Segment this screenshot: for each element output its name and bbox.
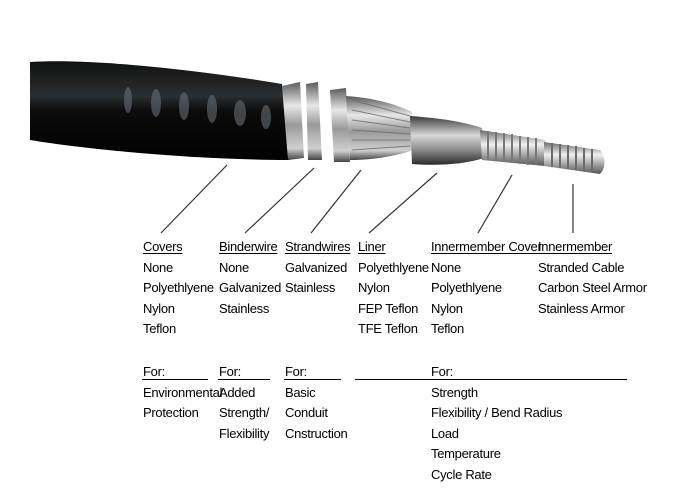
- rule-binderwire: [218, 379, 270, 380]
- leader-strandwires: [310, 169, 362, 234]
- purpose-item: Conduit: [285, 405, 328, 420]
- component-heading: Covers: [143, 239, 183, 254]
- component-option: Polyethlyene: [143, 280, 214, 295]
- rule-liner-innermember: [355, 379, 627, 380]
- purpose-covers: For: Environmental Protection: [143, 362, 223, 424]
- component-option: Galvanized: [219, 280, 282, 295]
- component-option: Teflon: [143, 321, 176, 336]
- purpose-heading: For:: [431, 364, 453, 379]
- component-option: Teflon: [431, 321, 464, 336]
- component-option: Polyethlyene: [358, 259, 429, 275]
- component-heading: Binderwire: [219, 239, 278, 254]
- column-innermember: Innermember Stranded Cable Carbon Steel …: [538, 237, 647, 319]
- purpose-item: Strength/: [219, 405, 270, 420]
- component-option: TFE Teflon: [358, 321, 418, 336]
- rule-covers: [142, 379, 208, 380]
- column-strandwires: Strandwires Galvanized Stainless: [285, 237, 351, 299]
- component-option: Stainless Armor: [538, 300, 625, 316]
- component-option: FEP Teflon: [358, 300, 419, 316]
- leader-lines: [160, 164, 574, 234]
- purpose-heading: For:: [143, 364, 165, 379]
- component-heading: Innermember: [538, 239, 613, 254]
- leader-covers: [160, 164, 228, 234]
- column-liner: Liner Polyethlyene Nylon FEP Teflon TFE …: [358, 237, 429, 340]
- column-binderwire: Binderwire None Galvanized Stainless: [219, 237, 281, 319]
- purpose-item: Environmental: [143, 384, 223, 400]
- component-option: Nylon: [143, 300, 175, 316]
- cable-strandwires: [346, 96, 414, 160]
- component-option: Stranded Cable: [538, 259, 625, 275]
- purpose-item: Strength: [431, 384, 478, 400]
- cable-jacket: [30, 61, 290, 160]
- component-heading: Liner: [358, 239, 386, 254]
- purpose-item: Cycle Rate: [431, 466, 492, 482]
- leader-binderwire: [244, 167, 315, 234]
- purpose-item: Added: [219, 384, 256, 400]
- purpose-item: Load: [431, 425, 459, 441]
- purpose-heading: For:: [219, 364, 241, 379]
- cable-innermember: [544, 142, 605, 174]
- column-covers: Covers None Polyethlyene Nylon Teflon: [143, 237, 214, 340]
- cable-liner: [410, 116, 484, 165]
- rule-strandwires: [284, 379, 341, 380]
- purpose-item: Basic: [285, 384, 316, 400]
- component-option: Stainless: [285, 280, 336, 295]
- component-heading: Innermember Cover: [431, 239, 542, 254]
- component-option: Nylon: [358, 280, 390, 295]
- leader-innermember-cover: [477, 174, 513, 234]
- component-option: Polyethlyene: [431, 280, 502, 295]
- cable-innermember-cover: [480, 130, 545, 166]
- purpose-heading: For:: [285, 364, 307, 379]
- purpose-item: Cnstruction: [285, 425, 348, 441]
- purpose-strandwires: For: Basic Conduit Cnstruction: [285, 362, 348, 444]
- purpose-item: Temperature: [431, 446, 501, 461]
- purpose-innermember: For: Strength Flexibility / Bend Radius …: [431, 362, 563, 485]
- leader-liner: [368, 172, 438, 234]
- component-option: Stainless: [219, 300, 270, 316]
- component-heading: Strandwires: [285, 239, 351, 254]
- component-option: Nylon: [431, 300, 463, 316]
- component-option: Carbon Steel Armor: [538, 280, 647, 295]
- cable-binderwire: [282, 82, 350, 162]
- column-innermember-cover: Innermember Cover None Polyethlyene Nylo…: [431, 237, 542, 340]
- component-option: None: [143, 259, 173, 275]
- component-option: None: [219, 259, 249, 275]
- purpose-binderwire: For: Added Strength/ Flexibility: [219, 362, 269, 444]
- purpose-item: Flexibility: [219, 425, 270, 441]
- component-option: Galvanized: [285, 259, 348, 275]
- purpose-item: Protection: [143, 405, 199, 420]
- component-option: None: [431, 259, 461, 275]
- purpose-item: Flexibility / Bend Radius: [431, 405, 563, 420]
